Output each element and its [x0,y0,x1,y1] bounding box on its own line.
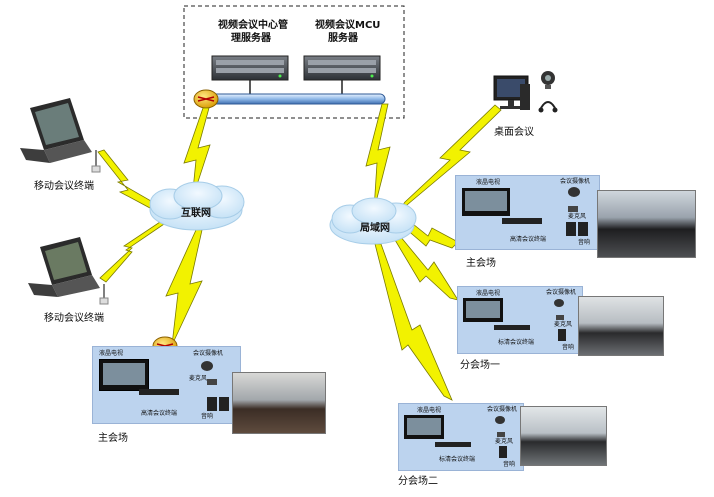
main-room-photo-right [597,190,696,258]
speaker-label: 音响 [503,461,516,468]
speaker-icon [558,329,566,341]
tv-label: 液晶电视 [99,350,124,357]
webcam-icon [541,71,555,89]
tv-label: 液晶电视 [476,290,501,297]
lcd-tv-icon [99,359,149,391]
branch-site-2-panel: 液晶电视 会议摄像机 麦克风 音响 标清会议终端 [398,403,524,471]
wifi-antenna-icon-1 [91,150,101,173]
speaker-label: 音响 [562,344,575,351]
microphone-icon [556,315,564,320]
speaker-icon [207,397,217,411]
mcu-server-label-1: 视频会议MCU [315,20,381,31]
wifi-antenna-icon-2 [99,284,109,305]
branch-room-photo-2 [520,406,607,466]
router-icon-top [193,89,219,109]
server-room-box [183,5,405,119]
desktop-conference-label: 桌面会议 [494,127,534,138]
mcu-server-icon [303,55,381,81]
speaker-label: 音响 [201,413,214,420]
lcd-tv-icon [404,415,444,439]
laptop-icon-2 [28,237,100,297]
network-backbone [204,93,386,105]
microphone-icon [207,379,217,385]
main-site-label-right: 主会场 [466,258,496,269]
branch-site-1-label: 分会场一 [460,360,500,371]
main-site-left-panel: 液晶电视 会议摄像机 麦克风 音响 高清会议终端 [92,346,241,424]
speaker-icon [566,222,576,236]
tv-label: 液晶电视 [476,179,501,186]
headset-icon [538,101,558,113]
wireless-links [97,103,502,401]
mic-label: 麦克风 [568,213,587,220]
microphone-icon [568,206,578,212]
camera-label: 会议摄像机 [193,350,224,357]
mcu-server-label-2: 服务器 [328,33,358,44]
hd-terminal-icon [139,389,179,395]
sd-terminal-icon [435,442,471,447]
mgmt-server-icon [211,55,289,81]
main-site-label-left: 主会场 [98,433,128,444]
camera-icon [568,187,580,197]
sd-terminal-icon [494,325,530,330]
mobile-terminal-label-1: 移动会议终端 [34,181,94,192]
lan-cloud [329,197,417,245]
camera-label: 会议摄像机 [546,289,577,296]
mic-label: 麦克风 [495,438,514,445]
camera-label: 会议摄像机 [487,406,518,413]
desktop-computer-icon [493,75,530,110]
codec-label: 高清会议终端 [141,410,178,417]
speaker-icon [499,446,507,458]
camera-icon [201,361,213,371]
mgmt-server-label-2: 理服务器 [231,33,271,44]
codec-label: 标清会议终端 [498,339,535,346]
mobile-terminal-label-2: 移动会议终端 [44,313,104,324]
branch-site-1-panel: 液晶电视 会议摄像机 麦克风 音响 标清会议终端 [457,286,583,354]
branch-site-2-label: 分会场二 [398,476,438,487]
mic-label: 麦克风 [189,375,208,382]
main-room-photo-left [232,372,326,434]
camera-label: 会议摄像机 [560,178,591,185]
internet-cloud-label: 互联网 [181,208,211,219]
speaker-label: 音响 [578,239,591,246]
lcd-tv-icon [463,298,503,322]
camera-icon [554,299,564,307]
laptop-icon-1 [20,98,92,163]
speaker-icon-2 [219,397,229,411]
camera-icon [495,416,505,424]
internet-cloud [149,181,245,231]
tv-label: 液晶电视 [417,407,442,414]
microphone-icon [497,432,505,437]
main-site-right-panel: 液晶电视 会议摄像机 麦克风 音响 高清会议终端 [455,175,600,250]
mic-label: 麦克风 [554,321,573,328]
codec-label: 高清会议终端 [510,236,547,243]
hd-terminal-icon [502,218,542,224]
codec-label: 标清会议终端 [439,456,476,463]
mgmt-server-label-1: 视频会议中心管 [218,20,288,31]
speaker-icon-2 [578,222,588,236]
lan-cloud-label: 局域网 [360,223,390,234]
lcd-tv-icon [462,188,510,216]
branch-room-photo-1 [578,296,664,356]
